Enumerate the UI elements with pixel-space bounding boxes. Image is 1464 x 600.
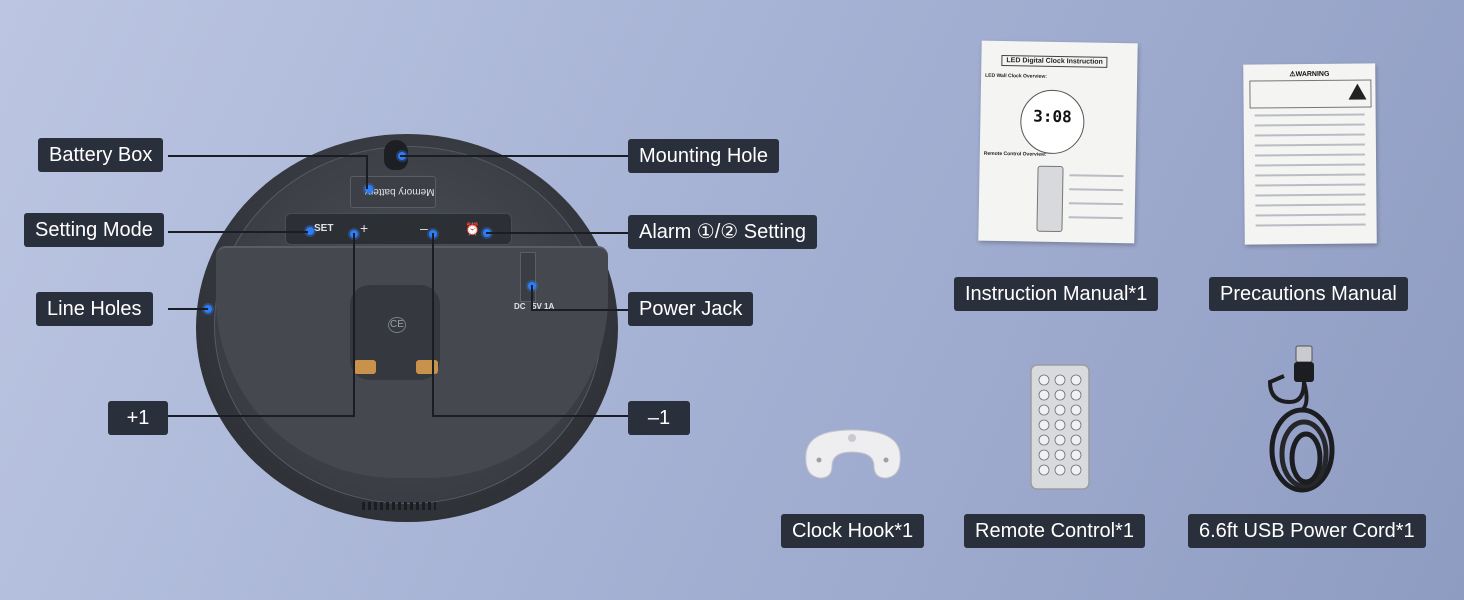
manual-remote-diagram <box>1036 165 1064 233</box>
precautions-text-line <box>1255 223 1367 227</box>
remote-control-image <box>1030 364 1090 490</box>
precautions-text-line <box>1254 193 1366 197</box>
manual-text-line <box>1069 188 1124 192</box>
precautions-text-line <box>1254 163 1366 167</box>
plus-button-icon: + <box>360 220 369 236</box>
precautions-text-line <box>1254 153 1366 157</box>
power-cable-slot <box>520 252 536 302</box>
minus-one-leader-v <box>432 233 434 416</box>
precautions-text-line <box>1254 173 1366 177</box>
setting-mode-dot <box>306 227 314 235</box>
alarm-setting-leader <box>486 232 628 234</box>
mounting-hole-leader <box>400 155 628 157</box>
warning-triangle-icon <box>1348 83 1367 100</box>
set-button-label: SET <box>314 223 334 234</box>
battery-box-cover: Memory battery <box>350 176 436 208</box>
battery-box-dot <box>365 185 373 193</box>
minus-one-leader <box>432 415 628 417</box>
battery-cover-text: Memory battery <box>365 186 435 197</box>
remote-control-label: Remote Control*1 <box>964 514 1145 548</box>
power-jack-label: Power Jack <box>628 292 754 326</box>
clock-hook-label: Clock Hook*1 <box>781 514 925 548</box>
line-holes-label: Line Holes <box>36 292 153 326</box>
precautions-manual: ⚠WARNING <box>1243 63 1377 245</box>
manual-text-line <box>1068 216 1123 220</box>
minus-one-label: –1 <box>628 401 690 435</box>
precautions-text-line <box>1254 123 1366 127</box>
line-holes-leader <box>168 308 208 310</box>
clock-hook-image <box>805 429 901 479</box>
battery-box-leader-v <box>366 155 368 189</box>
mounting-hole-label: Mounting Hole <box>628 139 779 173</box>
instruction-manual: LED Digital Clock Instruction LED Wall C… <box>978 40 1138 244</box>
precautions-manual-label: Precautions Manual <box>1209 277 1408 311</box>
line-holes-dot <box>204 305 212 313</box>
speaker-grill <box>362 502 436 510</box>
alarm-setting-label: Alarm ①/② Setting <box>628 215 818 249</box>
usb-cord-image <box>1267 345 1335 493</box>
battery-box-leader <box>168 155 368 157</box>
manual-clock-diagram: 3:08 <box>1019 89 1085 155</box>
manual-clock-display: 3:08 <box>1033 106 1072 127</box>
precautions-text-line <box>1255 213 1366 217</box>
battery-box-label: Battery Box <box>38 138 164 172</box>
instruction-section-clock: LED Wall Clock Overview: <box>985 72 1047 80</box>
power-jack-leader-v <box>531 285 533 309</box>
instruction-manual-label: Instruction Manual*1 <box>954 277 1159 311</box>
hook-pad-right <box>416 360 438 374</box>
usb-cord-label: 6.6ft USB Power Cord*1 <box>1188 514 1426 548</box>
precautions-text-line <box>1254 133 1366 137</box>
minus-button-icon: – <box>420 220 428 236</box>
alarm-button-icon: ⏰ <box>465 222 480 236</box>
plus-one-label: +1 <box>108 401 168 435</box>
hook-pad-left <box>354 360 376 374</box>
ce-mark: CE <box>388 317 406 333</box>
precautions-text-line <box>1254 113 1366 117</box>
manual-text-line <box>1068 202 1123 206</box>
dc-text: DC <box>514 302 526 311</box>
manual-text-line <box>1069 174 1124 178</box>
plus-one-leader <box>168 415 355 417</box>
button-strip: SET + – ⏰ <box>285 213 512 245</box>
setting-mode-label: Setting Mode <box>24 213 164 247</box>
instruction-section-remote: Remote Control Overview: <box>983 150 1047 158</box>
setting-mode-leader <box>168 231 308 233</box>
power-jack-leader <box>531 309 628 311</box>
plus-one-leader-v <box>353 233 355 416</box>
voltage-text: 5V 1A <box>532 302 555 311</box>
precautions-text-line <box>1254 183 1366 187</box>
precautions-title: ⚠WARNING <box>1289 70 1330 79</box>
instruction-manual-title: LED Digital Clock Instruction <box>1001 55 1108 68</box>
warning-box <box>1249 79 1372 109</box>
precautions-text-line <box>1254 203 1366 207</box>
precautions-text-line <box>1254 143 1366 147</box>
